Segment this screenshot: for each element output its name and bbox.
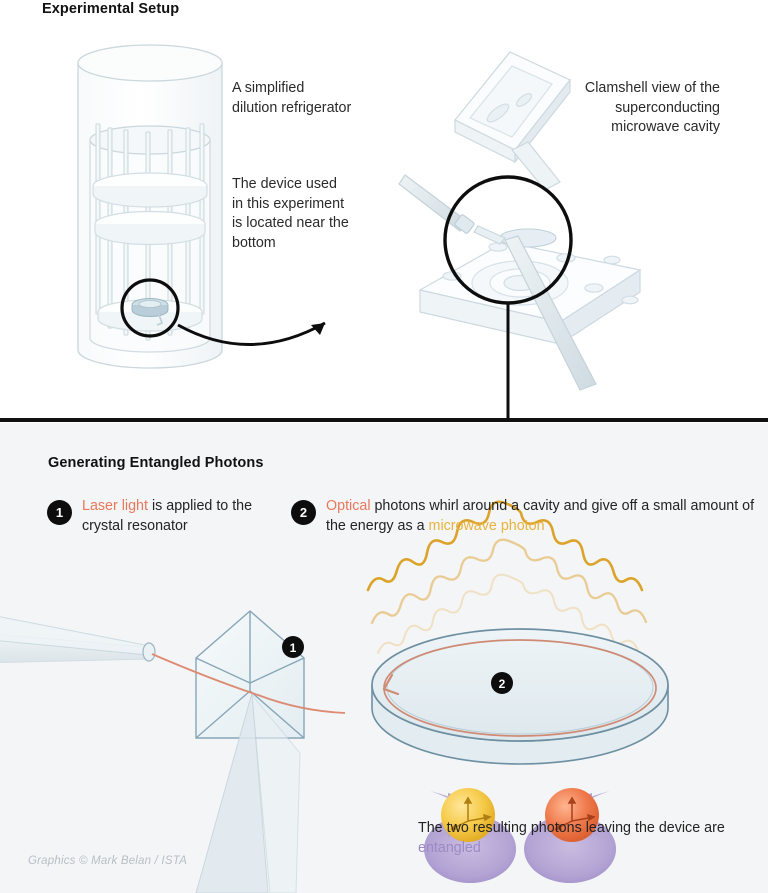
step-badge-1: 1: [47, 500, 72, 525]
entangled-photon-pair-icon: [424, 788, 617, 883]
credits-line: Graphics © Mark Belan / ISTA: [28, 855, 187, 867]
tapered-fiber-icon: [0, 616, 156, 664]
device-on-bottom-plate: [131, 298, 169, 326]
svg-text:2: 2: [499, 677, 506, 691]
step2-middle: photons whirl around a cavity and give o…: [326, 498, 755, 534]
microwave-wave-icon: [366, 500, 648, 654]
cavity-lid: [454, 51, 571, 164]
note-dilution-refrigerator: A simplified dilution refrigerator: [232, 80, 352, 116]
page-title-experimental-setup: Experimental Setup: [42, 1, 180, 17]
note-clamshell-cavity: Clamshell view of the superconducting mi…: [584, 80, 720, 135]
output-beam-cone: [195, 692, 301, 893]
laser-beam-path: [151, 653, 346, 714]
clamshell-cavity-icon: [398, 51, 642, 391]
stage-plate: [92, 172, 208, 208]
svg-text:1: 1: [290, 641, 297, 655]
cavity-base: [418, 241, 642, 346]
curved-arrow-icon: [177, 321, 326, 346]
diagram-badge-1: 1: [282, 636, 304, 658]
photon-generation-illustration: 1 2: [0, 500, 669, 893]
crystal-prism-icon: [195, 610, 305, 739]
caption-highlight: entangled: [418, 840, 481, 856]
page-title-generating-entangled-photons: Generating Entangled Photons: [48, 455, 264, 471]
step2-highlight-2: microwave photon: [428, 518, 545, 534]
magnifier-circle-icon: [120, 278, 180, 338]
experimental-setup-illustration: [77, 44, 642, 418]
disk-resonator-icon: [371, 628, 669, 765]
step1-highlight: Laser light: [82, 498, 148, 514]
diagram-badge-2: 2: [491, 672, 513, 694]
experimental-setup-panel: Experimental Setup A simplified dilution…: [0, 0, 768, 420]
section-divider: [0, 418, 768, 422]
caption-lead: The two resulting photons leaving the de…: [418, 820, 725, 836]
stage-plate: [94, 210, 206, 246]
step-text-1: Laser light is applied to the crystal re…: [82, 496, 262, 536]
step-badge-2: 2: [291, 500, 316, 525]
step1-rest: is applied to the crystal resonator: [82, 498, 253, 534]
step-text-2: Optical photons whirl around a cavity an…: [326, 496, 756, 536]
caption-entangled-photons: The two resulting photons leaving the de…: [418, 818, 768, 858]
step2-highlight: Optical: [326, 498, 371, 514]
note-device-location: The device used in this experiment is lo…: [232, 176, 349, 251]
generating-entangled-photons-panel: 1 2: [0, 423, 768, 893]
